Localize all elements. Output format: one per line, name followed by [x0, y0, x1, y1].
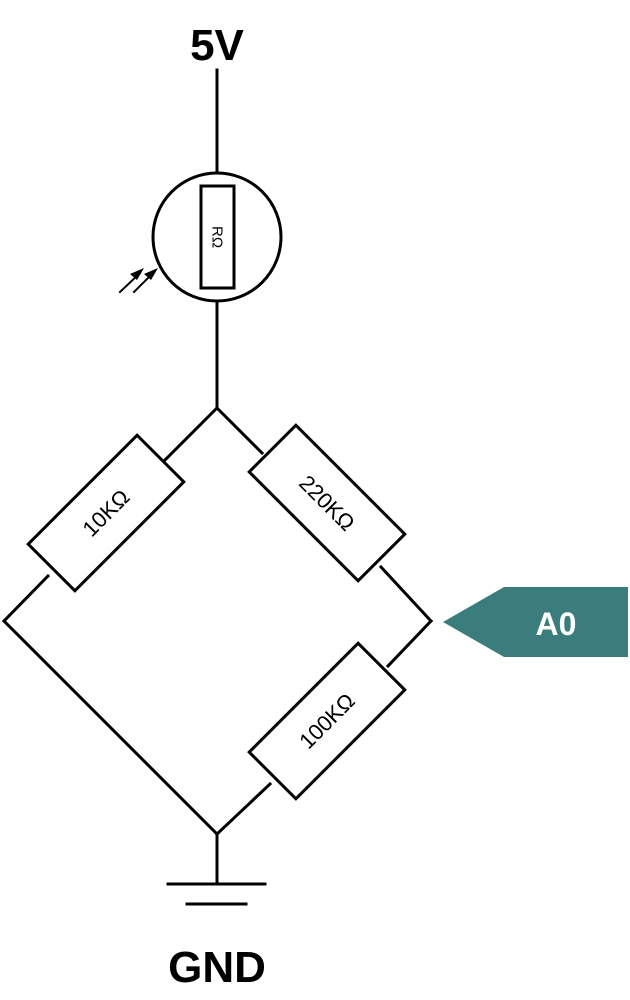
wire-top-left	[157, 405, 220, 468]
wire-top-right	[214, 405, 265, 456]
light-arrows-icon	[118, 268, 158, 294]
pin-a0-shape	[443, 587, 628, 657]
photoresistor: RΩ	[151, 171, 283, 303]
wire-node-to-100k	[385, 618, 434, 669]
supply-label: 5V	[190, 21, 244, 70]
resistor-10k-body	[26, 433, 186, 593]
resistor-220k-body	[247, 423, 407, 583]
resistor-100k: 100KΩ	[247, 641, 407, 801]
wire-right-node	[378, 564, 434, 624]
wire-left-bottom	[1, 618, 220, 837]
wire-100k-to-bottom	[214, 781, 273, 837]
resistor-10k: 10KΩ	[26, 433, 186, 593]
resistor-220k: 220KΩ	[247, 423, 407, 583]
ground-label: GND	[168, 943, 266, 992]
resistor-100k-body	[247, 641, 407, 801]
pin-a0-label: A0	[536, 606, 577, 642]
photoresistor-body	[199, 184, 236, 290]
photoresistor-label: RΩ	[209, 226, 226, 248]
wire-left-outer	[1, 573, 51, 624]
pin-a0-tag: A0	[443, 587, 628, 657]
